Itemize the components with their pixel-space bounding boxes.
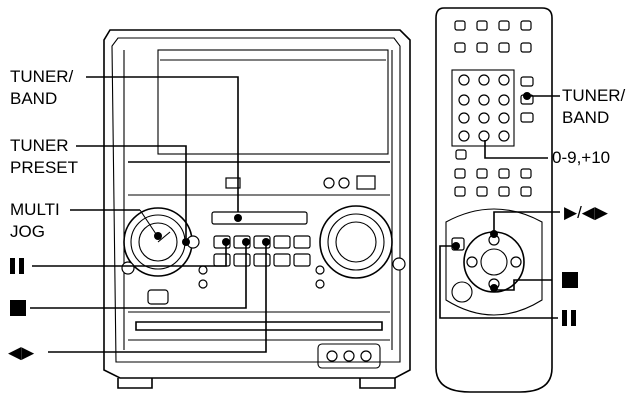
label-tuner-preset-line1: TUNER [10, 136, 69, 155]
label-play-search-symbols: ▶/◀▶ [564, 203, 609, 222]
stereo-unit [103, 29, 411, 389]
label-remote-tuner-band-line1: TUNER/ [562, 86, 626, 105]
remote-number-button [498, 74, 510, 86]
remote-button [454, 20, 466, 31]
remote-number-button [478, 112, 490, 124]
remote-number-button [498, 94, 510, 106]
callout-lines [30, 76, 560, 353]
remote-button [455, 149, 467, 160]
remote-number-button [478, 130, 490, 142]
remote-button [520, 20, 532, 31]
stop-icon [562, 272, 578, 288]
remote-number-button [458, 94, 470, 106]
remote-button-grid [454, 20, 534, 197]
remote-button [520, 186, 532, 197]
label-remote-tuner-band-line2: BAND [562, 108, 609, 127]
stop-icon [10, 300, 26, 316]
remote-button [520, 112, 534, 123]
remote-button [498, 42, 510, 53]
remote-button [454, 186, 466, 197]
remote-button [498, 168, 510, 179]
remote-number-button [478, 94, 490, 106]
remote-button [520, 42, 532, 53]
pause-icon [10, 258, 24, 274]
remote-number-button [458, 74, 470, 86]
remote-button [454, 42, 466, 53]
label-multi-jog-line1: MULTI [10, 200, 60, 219]
remote-control [435, 7, 553, 393]
pause-icon [562, 310, 576, 326]
remote-button [498, 20, 510, 31]
remote-button [520, 168, 532, 179]
label-numeric-keys: 0-9,+10 [552, 148, 610, 167]
label-multi-jog-line2: JOG [10, 222, 45, 241]
remote-button [476, 168, 488, 179]
remote-button [476, 186, 488, 197]
label-tuner-preset-line2: PRESET [10, 158, 78, 177]
remote-button [520, 76, 534, 87]
remote-number-button [498, 112, 510, 124]
remote-number-button [478, 74, 490, 86]
remote-number-button [458, 130, 470, 142]
remote-button [476, 20, 488, 31]
label-tuner-band-line2: BAND [10, 89, 57, 108]
remote-button [498, 186, 510, 197]
remote-button [476, 42, 488, 53]
label-tuner-band-line1: TUNER/ [10, 67, 74, 86]
remote-number-button [498, 130, 510, 142]
remote-number-button [458, 112, 470, 124]
label-search-symbols: ◀▶ [8, 343, 35, 362]
remote-button [454, 168, 466, 179]
